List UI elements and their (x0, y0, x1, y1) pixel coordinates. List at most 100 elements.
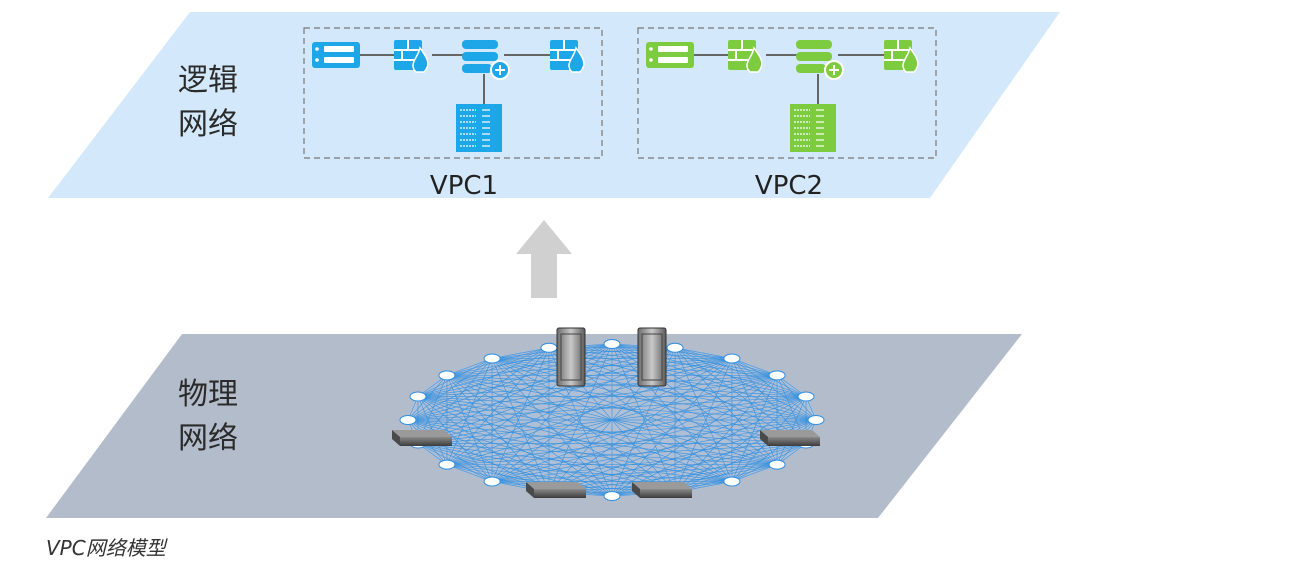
network-switch (760, 430, 820, 446)
firewall-icon (728, 40, 763, 73)
mesh-link (548, 358, 733, 493)
mesh-link (446, 464, 493, 482)
mesh-node (666, 342, 684, 353)
router-icon (462, 40, 510, 80)
mesh-node (603, 339, 621, 349)
up-arrow-icon (516, 220, 572, 298)
mesh-link (492, 358, 778, 376)
mesh-link (417, 396, 817, 421)
mesh-link (548, 347, 807, 397)
mesh-link (407, 358, 732, 421)
logical-label-line2: 网络 (178, 107, 238, 142)
vpc-boundary (303, 27, 603, 159)
firewall-icon (550, 40, 585, 73)
router-icon (796, 40, 844, 80)
mesh-link (492, 347, 550, 359)
mesh-link (731, 358, 778, 465)
mesh-link (417, 347, 676, 397)
physical-label-line1: 物理 (178, 377, 238, 412)
physical-mesh-network (407, 343, 817, 497)
mesh-link (674, 347, 732, 359)
mesh-link (611, 343, 676, 493)
mesh-link (417, 396, 807, 444)
storage-icon (790, 104, 836, 152)
mesh-link (446, 374, 807, 444)
mesh-link (446, 347, 550, 465)
mesh-node (438, 370, 456, 381)
mesh-link (674, 347, 807, 397)
vpc1-group (303, 27, 603, 159)
mesh-link (731, 464, 778, 482)
mesh-link (446, 374, 807, 397)
network-switch (526, 482, 586, 498)
mesh-link (417, 347, 550, 397)
mesh-link (491, 358, 778, 465)
mesh-link (417, 347, 550, 444)
mesh-link (731, 375, 778, 482)
mesh-link (731, 358, 807, 397)
mesh-link (407, 347, 550, 421)
vpc2-group (637, 27, 937, 159)
mesh-link (407, 375, 448, 421)
logical-label-line1: 逻辑 (178, 63, 238, 98)
logical-network-plane (48, 12, 1060, 198)
mesh-link (674, 347, 807, 444)
mesh-node (483, 476, 501, 487)
mesh-link (446, 375, 493, 482)
mesh-node (409, 391, 427, 402)
mesh-node (807, 415, 825, 425)
physical-switches (392, 430, 820, 498)
mesh-link (407, 347, 676, 421)
mesh-link (491, 375, 778, 482)
mesh-node (603, 491, 621, 501)
mesh-node (540, 342, 558, 353)
mesh-link (548, 343, 613, 493)
mesh-link (407, 358, 493, 421)
mesh-link (417, 396, 550, 493)
network-switch (392, 430, 452, 446)
vpc-boundary (637, 27, 937, 159)
mesh-link (492, 396, 807, 482)
mesh-node (768, 459, 786, 470)
mesh-link (407, 419, 807, 444)
rack-server-1 (556, 327, 586, 387)
rack-server-2 (637, 327, 667, 387)
mesh-link (407, 374, 778, 421)
mesh-link (417, 419, 817, 444)
mesh-node (399, 415, 417, 425)
mesh-link (417, 358, 493, 397)
mesh-node (723, 476, 741, 487)
mesh-link (548, 396, 807, 493)
mesh-link (731, 358, 778, 376)
mesh-link (446, 358, 733, 465)
server-icon (312, 42, 360, 68)
mesh-link (446, 358, 493, 465)
vpc1-label: VPC1 (430, 171, 498, 201)
mesh-link (446, 358, 493, 376)
mesh-link (446, 464, 732, 482)
mesh-link (417, 396, 778, 466)
mesh-link (407, 396, 807, 421)
firewall-icon (884, 40, 919, 73)
mesh-link (491, 358, 676, 493)
vpc2-label: VPC2 (755, 171, 823, 201)
mesh-link (611, 358, 733, 497)
mesh-link (674, 396, 807, 493)
mesh-link (446, 396, 807, 466)
mesh-link (417, 374, 778, 444)
mesh-link (417, 358, 493, 444)
mesh-link (611, 396, 807, 497)
mesh-node (723, 353, 741, 364)
firewall-icon (394, 40, 429, 73)
mesh-link (731, 358, 817, 421)
mesh-link (492, 464, 778, 482)
figure-caption: VPC网络模型 (46, 536, 166, 560)
mesh-node (797, 391, 815, 402)
mesh-link (674, 443, 807, 493)
server-icon (646, 42, 694, 68)
mesh-link (548, 375, 778, 493)
mesh-link (674, 375, 778, 493)
mesh-node (438, 459, 456, 470)
mesh-link (446, 358, 732, 376)
